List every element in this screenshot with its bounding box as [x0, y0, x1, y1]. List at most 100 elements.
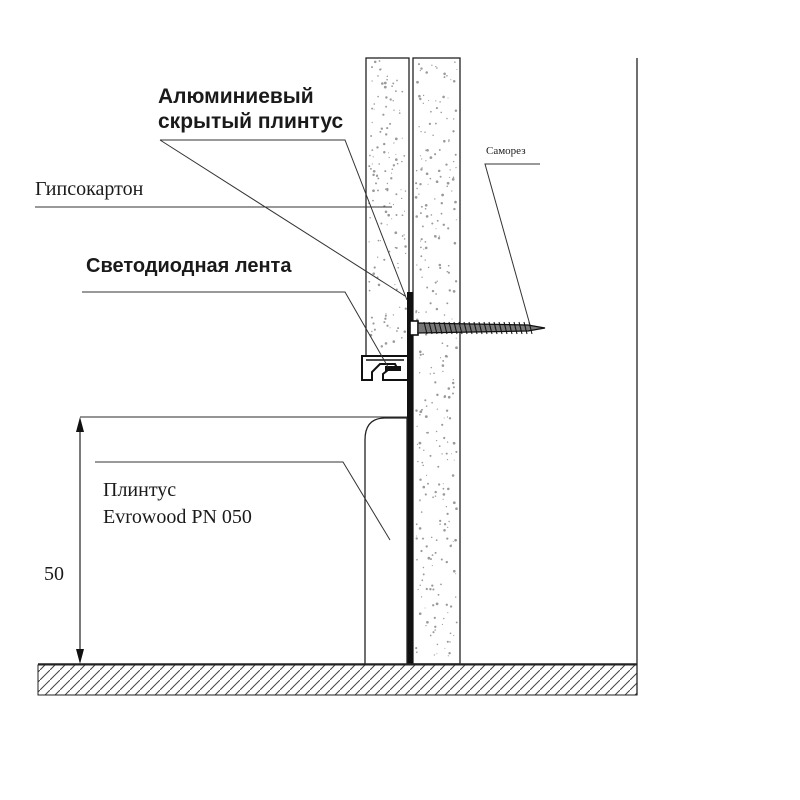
thread-line	[523, 321, 528, 335]
label-aluminum-line2: скрытый плинтус	[158, 110, 343, 133]
texture-dot	[393, 109, 395, 111]
texture-dot	[368, 241, 370, 243]
texture-dot	[425, 71, 428, 74]
texture-dot	[437, 593, 440, 596]
texture-dot	[420, 511, 423, 513]
texture-dot	[383, 81, 387, 85]
texture-dot	[438, 263, 442, 267]
texture-dot	[432, 496, 434, 499]
texture-dot	[415, 647, 418, 650]
texture-dot	[452, 540, 454, 543]
texture-dot	[423, 248, 425, 250]
texture-dot	[429, 454, 432, 457]
texture-dot	[403, 234, 405, 236]
texture-dot	[431, 64, 433, 66]
texture-dot	[446, 640, 449, 643]
texture-dot	[416, 80, 419, 84]
texture-dot	[372, 156, 374, 158]
texture-dot	[377, 256, 379, 258]
texture-dot	[446, 459, 449, 461]
texture-dot	[417, 63, 421, 66]
texture-dot	[435, 107, 438, 110]
texture-dot	[437, 465, 440, 468]
texture-dot	[377, 239, 380, 242]
texture-dot	[442, 95, 445, 99]
texture-dot	[455, 450, 458, 453]
texture-dot	[381, 82, 384, 85]
texture-dot	[438, 445, 441, 447]
texture-dot	[452, 130, 455, 133]
texture-dot	[444, 354, 448, 358]
texture-dot	[446, 74, 448, 77]
texture-dot	[455, 507, 458, 511]
drywall-texture	[368, 60, 407, 348]
texture-dot	[391, 218, 393, 220]
texture-dot	[453, 635, 455, 637]
texture-dot	[447, 395, 451, 399]
texture-dot	[382, 113, 385, 116]
texture-dot	[416, 443, 419, 445]
texture-dot	[435, 307, 439, 311]
texture-dot	[454, 280, 458, 283]
texture-dot	[422, 102, 424, 104]
texture-dot	[373, 103, 376, 105]
texture-dot	[373, 266, 376, 269]
texture-dot	[419, 69, 421, 72]
texture-dot	[385, 105, 388, 108]
texture-dot	[434, 381, 437, 384]
texture-dot	[376, 174, 378, 176]
texture-dot	[426, 474, 428, 476]
texture-dot	[445, 506, 448, 508]
texture-dot	[376, 276, 379, 278]
texture-dot	[386, 324, 389, 327]
texture-dot	[454, 538, 457, 542]
label-skirting-line2: Evrowood PN 050	[103, 506, 252, 528]
texture-dot	[447, 271, 450, 274]
texture-dot	[377, 177, 380, 180]
skirting-board	[364, 417, 408, 664]
dimension-arrow-top	[76, 417, 84, 432]
texture-dot	[418, 441, 422, 445]
texture-dot	[403, 155, 406, 157]
texture-dot	[377, 189, 379, 192]
texture-dot	[403, 238, 406, 240]
texture-dot	[396, 79, 398, 82]
dimension-line	[76, 417, 84, 664]
texture-dot	[424, 399, 427, 402]
texture-dot	[414, 196, 418, 199]
texture-dot	[400, 189, 402, 191]
texture-dot	[415, 537, 418, 540]
texture-dot	[425, 405, 428, 407]
thread-line	[438, 321, 443, 335]
texture-dot	[443, 395, 446, 399]
texture-dot	[424, 207, 427, 210]
texture-dot	[416, 264, 418, 266]
texture-dot	[431, 222, 434, 225]
texture-dot	[424, 607, 426, 609]
texture-dot	[447, 655, 449, 657]
texture-dot	[380, 127, 383, 130]
texture-dot	[401, 214, 404, 217]
texture-dot	[395, 214, 398, 216]
texture-dot	[429, 373, 431, 375]
led-strip	[385, 366, 401, 371]
texture-dot	[426, 431, 429, 434]
texture-dot	[435, 180, 439, 184]
thread-line	[468, 321, 473, 335]
thread-line	[513, 321, 518, 335]
texture-dot	[418, 193, 420, 195]
texture-dot	[453, 207, 456, 211]
texture-dot	[384, 170, 387, 173]
texture-dot	[378, 163, 380, 165]
texture-dot	[454, 153, 457, 156]
texture-dot	[443, 139, 446, 143]
texture-dot	[384, 188, 387, 191]
texture-dot	[378, 60, 381, 62]
texture-dot	[446, 537, 449, 540]
texture-dot	[404, 190, 407, 192]
texture-dot	[387, 213, 391, 217]
texture-dot	[370, 316, 373, 319]
texture-dot	[435, 228, 437, 230]
texture-dot	[448, 417, 452, 420]
texture-dot	[369, 167, 372, 170]
